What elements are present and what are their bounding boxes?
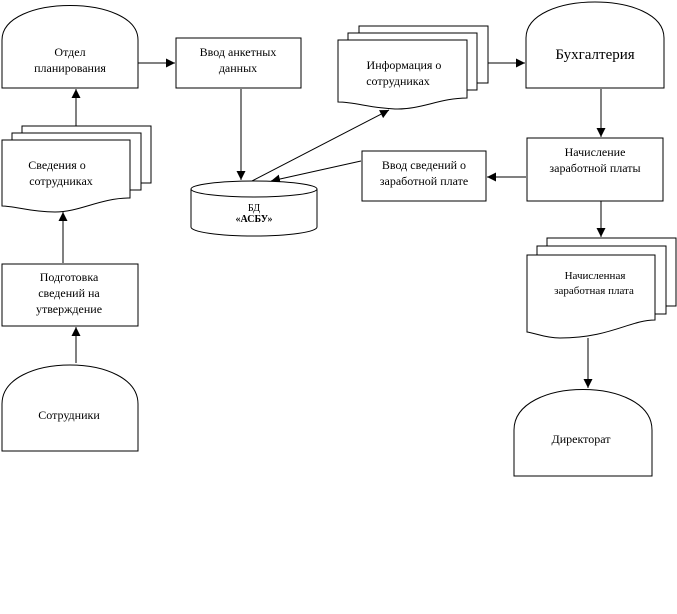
node-database: БД «АСБУ»	[190, 180, 318, 237]
node-input-form-data: Ввод анкетных данных	[175, 37, 302, 89]
node-database-label-2: «АСБУ»	[236, 214, 273, 225]
node-accrued-salary: Начисленная заработная плата	[526, 237, 677, 339]
node-accounting-label: Бухгалтерия	[555, 47, 634, 63]
node-employee-details-label-1: Сведения о	[28, 158, 86, 172]
node-prepare-approval: Подготовка сведений на утверждение	[1, 263, 139, 327]
node-database-label-1: БД	[248, 203, 260, 214]
node-prepare-approval-label-3: утверждение	[36, 302, 102, 316]
node-accounting: Бухгалтерия	[525, 1, 665, 89]
node-planning-dept-label-2: планирования	[34, 61, 106, 75]
node-directorate-label: Директорат	[552, 432, 612, 446]
node-input-form-data-label-1: Ввод анкетных	[200, 45, 277, 59]
node-accrued-salary-label-2: заработная плата	[554, 285, 634, 297]
node-input-salary-info-label-1: Ввод сведений о	[382, 158, 466, 172]
node-employee-details-label-2: сотрудниках	[29, 174, 93, 188]
node-directorate: Директорат	[513, 389, 653, 477]
node-employees-label: Сотрудники	[38, 408, 100, 422]
edge-db-to-info	[251, 109, 390, 182]
node-input-salary-info-label-2: заработной плате	[380, 174, 468, 188]
node-input-salary-info: Ввод сведений о заработной плате	[361, 150, 487, 202]
node-accrued-salary-label-1: Начисленная	[565, 270, 626, 282]
node-employee-info-label-1: Информация о	[367, 58, 442, 72]
node-employee-info-label-2: сотрудниках	[366, 74, 430, 88]
edges	[58, 58, 606, 388]
node-prepare-approval-label-2: сведений на	[38, 286, 100, 300]
node-payroll-calc: Начисление заработной платы	[526, 137, 664, 202]
node-payroll-calc-label-2: заработной платы	[549, 161, 640, 175]
node-employee-details: Сведения о сотрудниках	[1, 125, 152, 213]
node-employee-info: Информация о сотрудниках	[337, 25, 489, 110]
node-input-form-data-label-2: данных	[219, 61, 257, 75]
node-prepare-approval-label-1: Подготовка	[40, 270, 99, 284]
node-planning-dept: Отдел планирования	[1, 5, 139, 89]
node-employees: Сотрудники	[1, 364, 139, 452]
node-payroll-calc-label-1: Начисление	[565, 145, 626, 159]
edge-salary-input-to-db	[270, 160, 362, 184]
node-planning-dept-label-1: Отдел	[54, 45, 85, 59]
